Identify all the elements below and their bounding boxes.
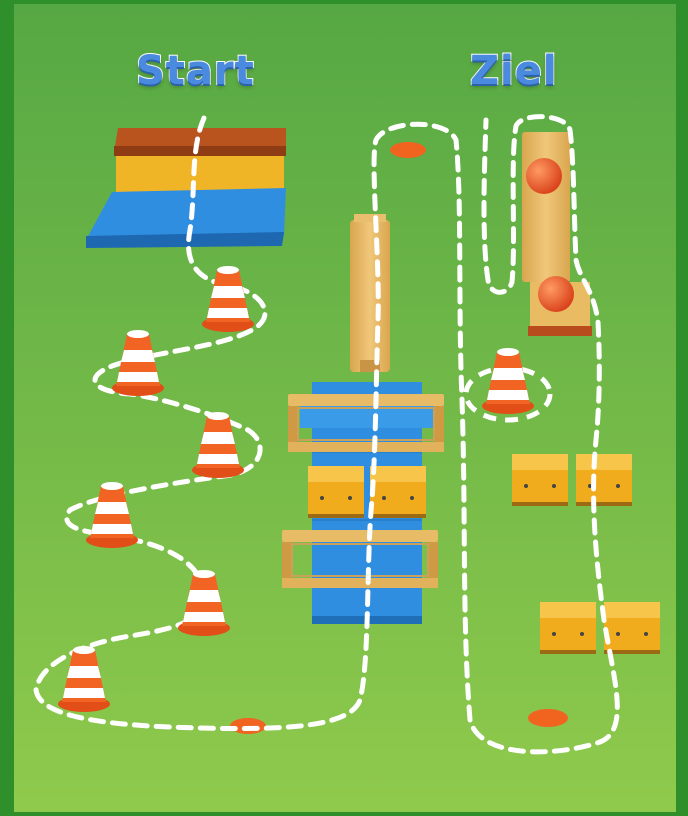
wooden-box-icon — [604, 602, 660, 654]
ball-icon — [526, 158, 562, 194]
start-label: Start — [135, 47, 255, 95]
ball-icon — [538, 276, 574, 312]
vaulting-box — [86, 128, 286, 248]
floor-marker-icon — [390, 142, 426, 158]
floor-marker-icon — [528, 709, 568, 727]
dashed-course-path — [33, 114, 620, 755]
goal-label: Ziel — [469, 47, 558, 95]
floor-marker-icon — [230, 718, 266, 734]
balance-beam-icon — [350, 214, 390, 372]
wooden-box-icon — [370, 466, 426, 518]
wooden-box-icon — [540, 602, 596, 654]
wooden-box-icon — [576, 454, 632, 506]
wooden-box-icon — [512, 454, 568, 506]
wooden-box-icon — [308, 466, 364, 518]
